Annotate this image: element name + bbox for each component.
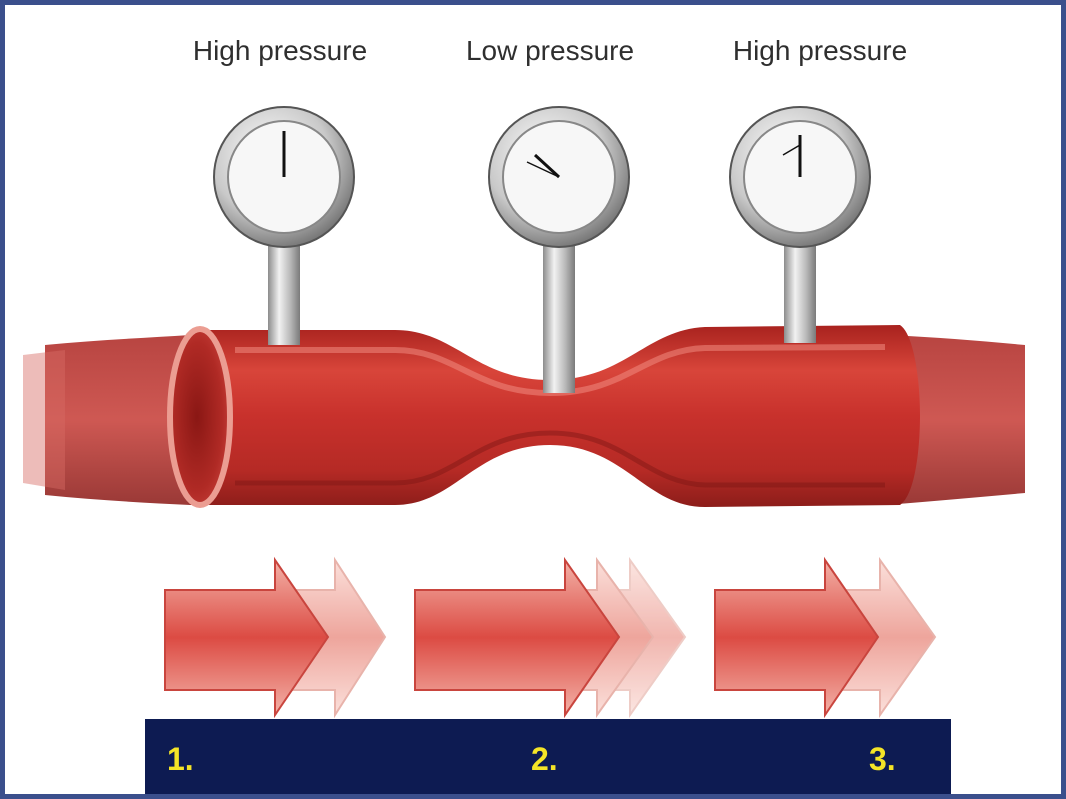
- blood-vessel: [190, 325, 920, 507]
- flow-arrows-3: [714, 556, 937, 719]
- flow-arrows-1: [164, 556, 387, 719]
- flow-arrows-2: [414, 556, 687, 719]
- pressure-gauge-icon: [488, 106, 630, 393]
- flow-arrow-icon: [164, 556, 330, 719]
- vessel-left-fade: [23, 350, 65, 490]
- vessel-diagram: [23, 106, 1025, 719]
- flow-arrow-icon: [414, 556, 621, 719]
- vessel-right-end: [885, 335, 1025, 505]
- step-number-2: 2.: [531, 741, 558, 777]
- vessel-opening: [167, 326, 233, 508]
- pressure-gauge-icon: [213, 106, 355, 345]
- vessel-shadow: [235, 430, 885, 488]
- flow-arrow-icon: [714, 556, 880, 719]
- gauge-2-label: Low pressure: [465, 35, 635, 66]
- step-number-1: 1.: [167, 741, 194, 777]
- step-bar: 1. 2. 3.: [145, 719, 951, 794]
- gauge-3-label: High pressure: [732, 35, 908, 66]
- vessel-left-end: [45, 335, 190, 505]
- step-number-3: 3.: [869, 741, 896, 777]
- gauge-1-label: High pressure: [192, 35, 368, 66]
- pressure-gauge-icon: [729, 106, 871, 343]
